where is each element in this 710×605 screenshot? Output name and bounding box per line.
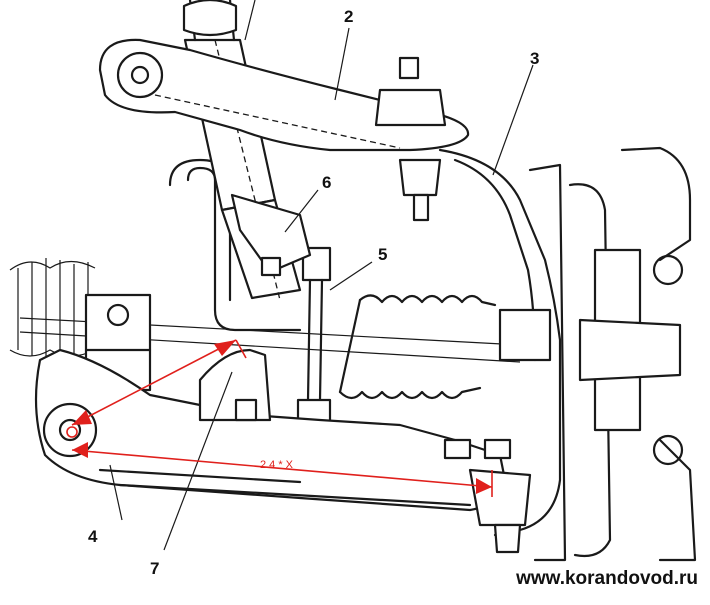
lower-control-arm — [34, 348, 507, 512]
lower-arm-bracket — [198, 348, 272, 422]
callout-2: 2 — [344, 7, 354, 26]
steering-knuckle — [438, 148, 562, 537]
callout-4: 4 — [88, 527, 98, 546]
callout-7: 7 — [150, 559, 160, 578]
arrowhead-upper-end — [214, 340, 236, 356]
callout-leaders — [109, 0, 534, 551]
brake-disc-hub — [528, 146, 697, 562]
watermark-url: www.korandovod.ru — [516, 568, 698, 589]
arrowhead-upper-start — [72, 410, 92, 425]
callout-6: 6 — [322, 173, 332, 192]
dimension-line-lower — [71, 449, 493, 488]
cv-boot-left — [9, 258, 96, 360]
dimension-annotation — [66, 339, 493, 497]
dimension-line-upper — [71, 339, 237, 426]
callout-3: 3 — [530, 49, 540, 68]
arrowhead-lower-start — [72, 442, 88, 458]
stabilizer-bracket — [230, 193, 312, 277]
upper-ball-joint — [374, 56, 447, 222]
dimension-label: 2.4 * X — [260, 459, 294, 471]
cv-boot-center — [338, 294, 497, 400]
arrowhead-lower-end — [476, 478, 492, 494]
callout-5: 5 — [378, 245, 388, 264]
